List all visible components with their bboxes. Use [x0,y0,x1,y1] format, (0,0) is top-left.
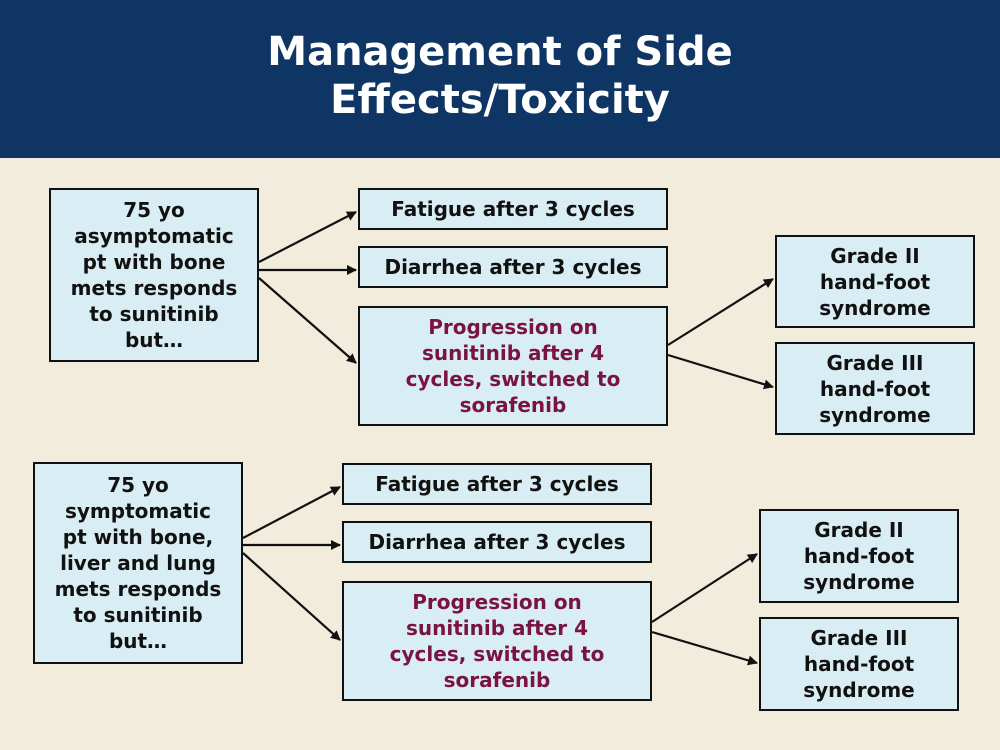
grade-line: syndrome [819,295,931,320]
diarrhea-box-1: Diarrhea after 3 cycles [358,246,668,288]
progression-line: cycles, switched to [389,642,605,666]
grade-line: Grade II [830,243,920,268]
fatigue-box-1: Fatigue after 3 cycles [358,188,668,230]
case-line: mets responds [70,276,238,300]
title-banner [0,0,1000,158]
arrow-progression1-to-grade3 [667,353,774,390]
case-box-asymptomatic: 75 yo asymptomatic pt with bone mets res… [49,188,259,362]
case-line: liver and lung [60,551,216,575]
arrow-case1-to-progression [258,277,357,364]
grade-line: Grade III [810,626,908,650]
arrow-progression2-to-grade2 [651,553,758,623]
diarrhea-label: Diarrhea after 3 cycles [368,530,626,554]
grade-line: syndrome [803,570,915,594]
progression-line: cycles, switched to [405,367,621,391]
progression-line: sorafenib [443,668,551,692]
grade-line: Grade II [814,518,904,542]
case-line: pt with bone [82,250,226,274]
case-box-symptomatic: 75 yo symptomatic pt with bone, liver an… [33,462,243,664]
grade-line: hand-foot [803,652,915,676]
case-line: but… [108,629,168,653]
grade-line: hand-foot [819,269,931,294]
grade2-box-2: Grade II hand-foot syndrome [759,509,959,603]
fatigue-label: Fatigue after 3 cycles [391,197,635,221]
progression-line: Progression on [412,590,582,614]
grade-line: Grade III [826,350,924,375]
grade-line: hand-foot [803,544,915,568]
case-line: symptomatic [64,499,211,523]
grade-line: hand-foot [819,376,931,401]
progression-line: Progression on [428,315,598,339]
diarrhea-box-2: Diarrhea after 3 cycles [342,521,652,563]
fatigue-label: Fatigue after 3 cycles [375,472,619,496]
fatigue-box-2: Fatigue after 3 cycles [342,463,652,505]
title-line-1: Management of Side [267,29,733,75]
grade-line: syndrome [819,402,931,427]
progression-line: sorafenib [459,393,567,417]
arrow-case2-to-fatigue [242,486,341,539]
arrow-case2-to-progression [242,552,341,641]
progression-line: sunitinib after 4 [421,341,605,365]
grade-line: syndrome [803,678,915,702]
progression-box-1: Progression on sunitinib after 4 cycles,… [358,306,668,426]
progression-line: sunitinib after 4 [405,616,589,640]
case-line: to sunitinib [89,302,219,326]
grade2-box-1: Grade II hand-foot syndrome [775,235,975,328]
slide-title: Management of Side Effects/Toxicity [0,28,1000,124]
case-line: pt with bone, [62,525,214,549]
arrow-progression2-to-grade3 [651,630,758,666]
progression-box-2: Progression on sunitinib after 4 cycles,… [342,581,652,701]
case-line: 75 yo [123,198,185,222]
arrow-progression1-to-grade2 [667,278,774,346]
grade3-box-1: Grade III hand-foot syndrome [775,342,975,435]
case-line: but… [124,328,184,352]
case-line: asymptomatic [74,224,234,248]
case-line: mets responds [54,577,222,601]
case-line: to sunitinib [73,603,203,627]
title-line-2: Effects/Toxicity [330,77,670,123]
diarrhea-label: Diarrhea after 3 cycles [384,255,642,279]
case-line: 75 yo [107,473,169,497]
arrow-case1-to-fatigue [258,211,357,263]
grade3-box-2: Grade III hand-foot syndrome [759,617,959,711]
